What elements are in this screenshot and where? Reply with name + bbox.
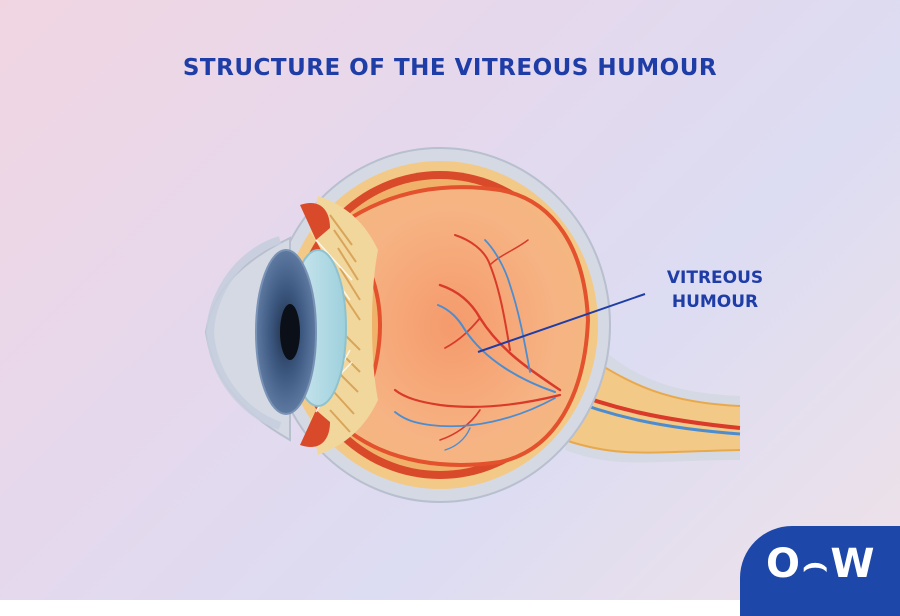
cornea — [205, 236, 282, 430]
pupil — [280, 304, 300, 360]
iris — [255, 249, 317, 415]
annotation-line — [477, 293, 646, 353]
brand-logo: O⌢W — [740, 526, 900, 616]
label-line-1: VITREOUS — [666, 268, 764, 288]
vitreous-humour-label: VITREOUS HUMOUR — [640, 266, 790, 314]
logo-text: O⌢W — [766, 541, 877, 587]
optic-nerve — [559, 330, 741, 463]
eye-diagram — [204, 147, 741, 503]
label-line-2: HUMOUR — [671, 292, 759, 312]
blood-vessels — [393, 234, 562, 451]
page-title: STRUCTURE OF THE VITREOUS HUMOUR — [182, 55, 718, 81]
